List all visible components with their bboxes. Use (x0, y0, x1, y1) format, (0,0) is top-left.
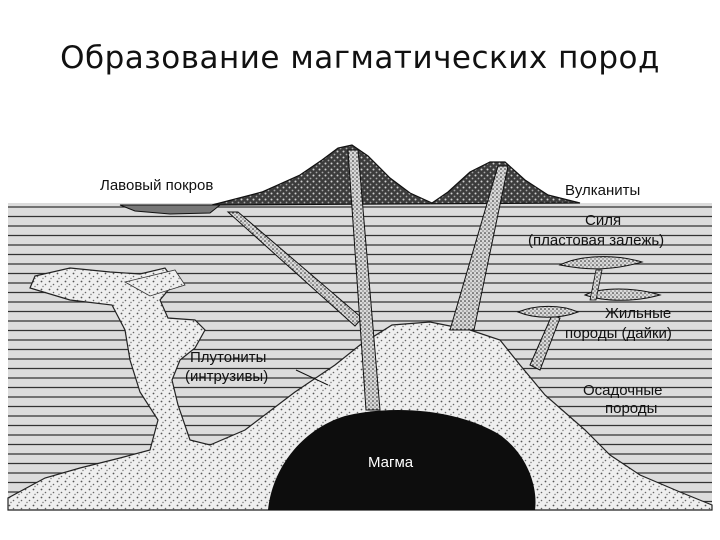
plutonites-pointer (295, 369, 329, 386)
label-sedimentary-2: породы (605, 400, 657, 417)
label-sedimentary-1: Осадочные (583, 382, 663, 399)
label-dikes-1: Жильные (605, 305, 671, 322)
label-plutonites-1: Плутониты (190, 349, 266, 366)
label-volcanites: Вулканиты (565, 182, 640, 199)
intrusion-body (7, 267, 713, 511)
label-dikes-2: породы (дайки) (565, 325, 672, 342)
label-plutonites-2: (интрузивы) (185, 368, 268, 385)
magma-chamber (268, 410, 536, 510)
label-sill: Силя (585, 212, 621, 229)
volcanoes (119, 144, 581, 215)
label-lava-cover: Лавовый покров (100, 177, 213, 194)
slide-title: Образование магматических пород (60, 40, 660, 76)
label-sill-desc: (пластовая залежь) (528, 232, 664, 249)
label-magma: Магма (368, 454, 414, 471)
dikes-and-conduits (226, 149, 662, 411)
